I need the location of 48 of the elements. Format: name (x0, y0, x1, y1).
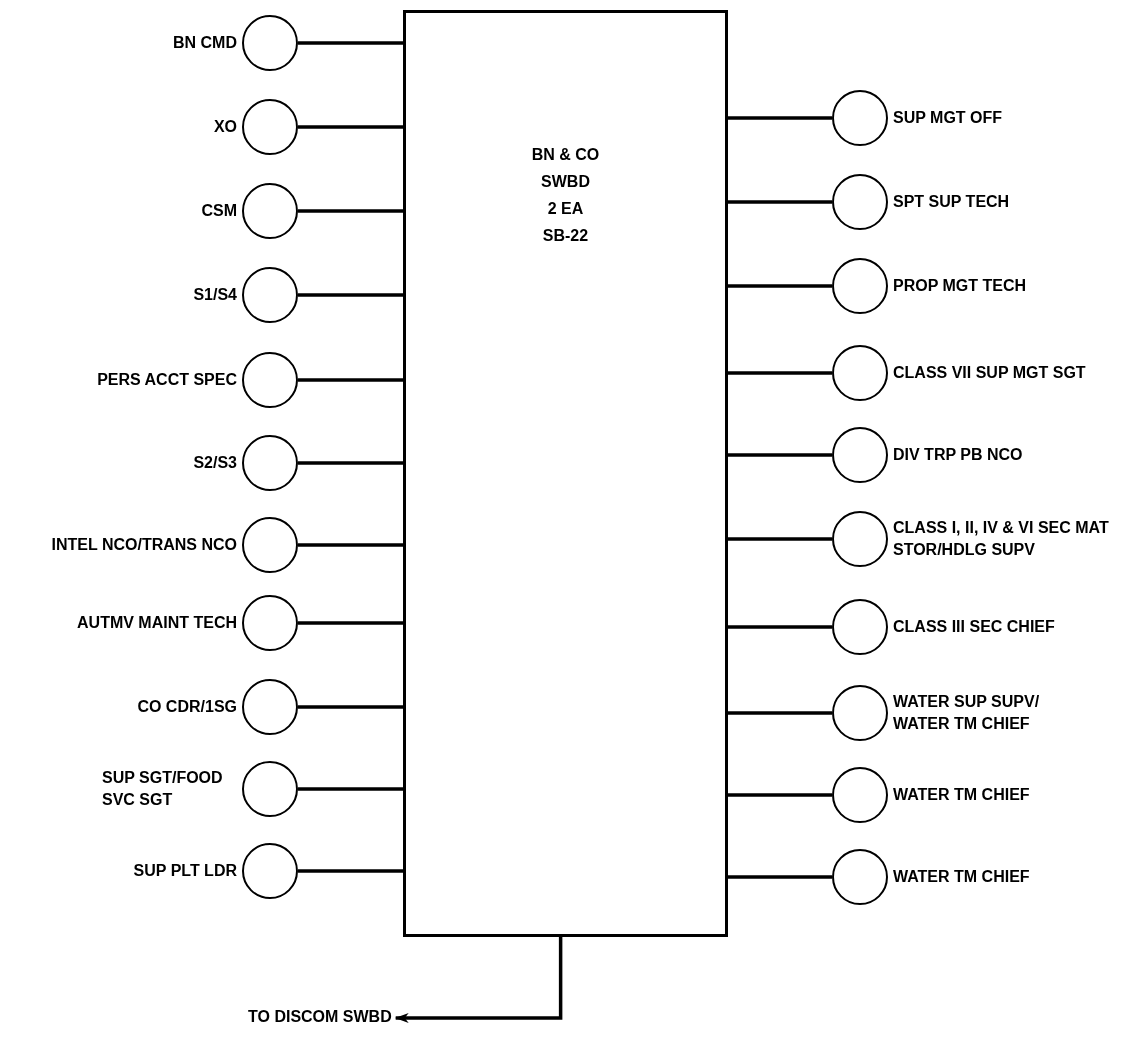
station-label: S1/S4 (193, 285, 237, 305)
connector-line (298, 787, 403, 791)
connector-line (728, 875, 832, 879)
arrow (394, 937, 563, 1023)
connector-line (298, 41, 403, 45)
station-label: SUP SGT/FOOD SVC SGT (102, 768, 224, 810)
connector-line (298, 461, 403, 465)
connector-line (728, 116, 832, 120)
station-label: CLASS I, II, IV & VI SEC MAT STOR/HDLG SUPV (893, 518, 1110, 560)
station-label: CSM (201, 201, 237, 221)
switchboard-label: SB-22 (541, 226, 590, 246)
station-label: WATER SUP SUPV/ WATER TM CHIEF (893, 692, 1041, 734)
station-label: WATER TM CHIEF (893, 867, 1030, 887)
station-label: SUP MGT OFF (893, 108, 1003, 128)
station-label: CLASS III SEC CHIEF (893, 617, 1055, 637)
switchboard-box (403, 10, 728, 937)
connector-line (298, 705, 403, 709)
connector-line (728, 711, 832, 715)
station-label: PERS ACCT SPEC (97, 370, 237, 390)
station-label: INTEL NCO/TRANS NCO (51, 535, 237, 555)
connector-line (728, 625, 832, 629)
connector-line (728, 537, 832, 541)
station-label: SPT SUP TECH (893, 192, 1010, 212)
station-label: PROP MGT TECH (893, 276, 1027, 296)
station-label: AUTMV MAINT TECH (77, 613, 237, 633)
connector-line (298, 543, 403, 547)
connector-line (298, 293, 403, 297)
connector-line (298, 869, 403, 873)
connector-line (298, 125, 403, 129)
station-label: DIV TRP PB NCO (893, 445, 1023, 465)
connector-line (728, 453, 832, 457)
station-label: S2/S3 (193, 453, 237, 473)
connector-line (728, 284, 832, 288)
connector-line (298, 209, 403, 213)
connector-line (728, 793, 832, 797)
station-label: XO (213, 117, 237, 137)
connector-line (298, 621, 403, 625)
station-label: SUP PLT LDR (133, 861, 237, 881)
station-label: WATER TM CHIEF (893, 785, 1030, 805)
connector-line (298, 378, 403, 382)
destination-label: TO DISCOM SWBD (248, 1008, 392, 1026)
connector-line (728, 371, 832, 375)
connector-line (728, 200, 832, 204)
station-label: CO CDR/1SG (137, 697, 237, 717)
switchboard-label: 2 EA (546, 199, 585, 219)
switchboard-label: BN & CO SWBD (530, 145, 601, 192)
station-label: CLASS VII SUP MGT SGT (893, 363, 1086, 383)
station-label: BN CMD (173, 33, 237, 53)
